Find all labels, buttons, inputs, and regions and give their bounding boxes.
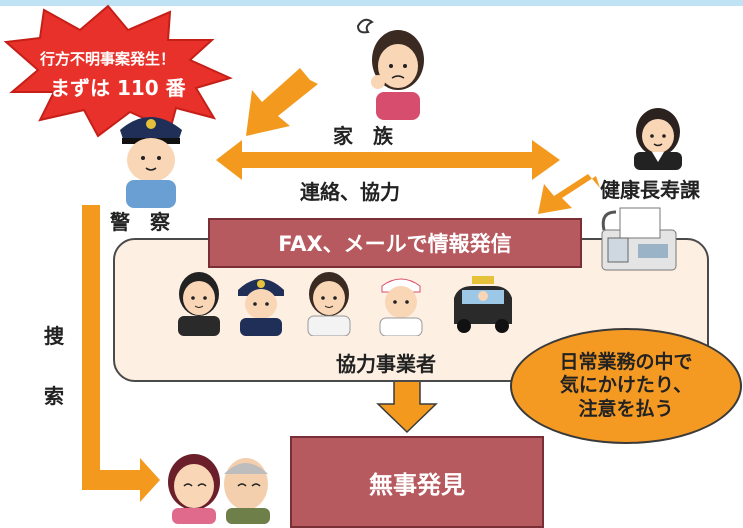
awareness-bubble: 日常業務の中で 気にかけたり、 注意を払う bbox=[510, 328, 742, 444]
partner-security-guard bbox=[232, 270, 290, 336]
label-partners: 協力事業者 bbox=[336, 352, 436, 376]
arrow-search bbox=[82, 205, 160, 502]
found-elderly-couple bbox=[158, 448, 282, 524]
top-stripe bbox=[0, 0, 743, 6]
arrow-contact-cooperation bbox=[216, 140, 560, 180]
label-contact-cooperation: 連絡、協力 bbox=[300, 180, 400, 204]
found-safe-box: 無事発見 bbox=[290, 436, 544, 528]
family-worried-person bbox=[348, 8, 428, 120]
label-police: 警 察 bbox=[110, 210, 170, 234]
partner-nurse bbox=[372, 270, 430, 336]
bubble-line3: 注意を払う bbox=[578, 397, 674, 420]
fax-email-box: FAX、メールで情報発信 bbox=[208, 218, 582, 268]
partner-taxi bbox=[446, 272, 520, 336]
bubble-line1: 日常業務の中で bbox=[559, 351, 693, 374]
label-search-1: 捜 bbox=[44, 324, 64, 348]
alert-text-line1: 行方不明事案発生！ bbox=[40, 50, 176, 68]
arrow-health-to-fax bbox=[538, 174, 600, 214]
bubble-line2: 気にかけたり、 bbox=[559, 374, 693, 397]
label-family: 家 族 bbox=[333, 124, 393, 148]
arrow-partners-to-found bbox=[376, 375, 438, 434]
label-health-dept: 健康長寿課 bbox=[600, 178, 700, 202]
alert-text-line2: まずは 110 番 bbox=[50, 76, 186, 100]
alert-burst bbox=[3, 4, 233, 138]
health-dept-staff bbox=[622, 104, 694, 170]
partner-staff bbox=[300, 270, 358, 336]
fax-machine-icon bbox=[598, 200, 680, 276]
police-officer bbox=[112, 104, 190, 208]
partner-worker bbox=[170, 270, 228, 336]
label-search-2: 索 bbox=[44, 384, 64, 408]
arrow-family-to-police bbox=[246, 68, 318, 136]
